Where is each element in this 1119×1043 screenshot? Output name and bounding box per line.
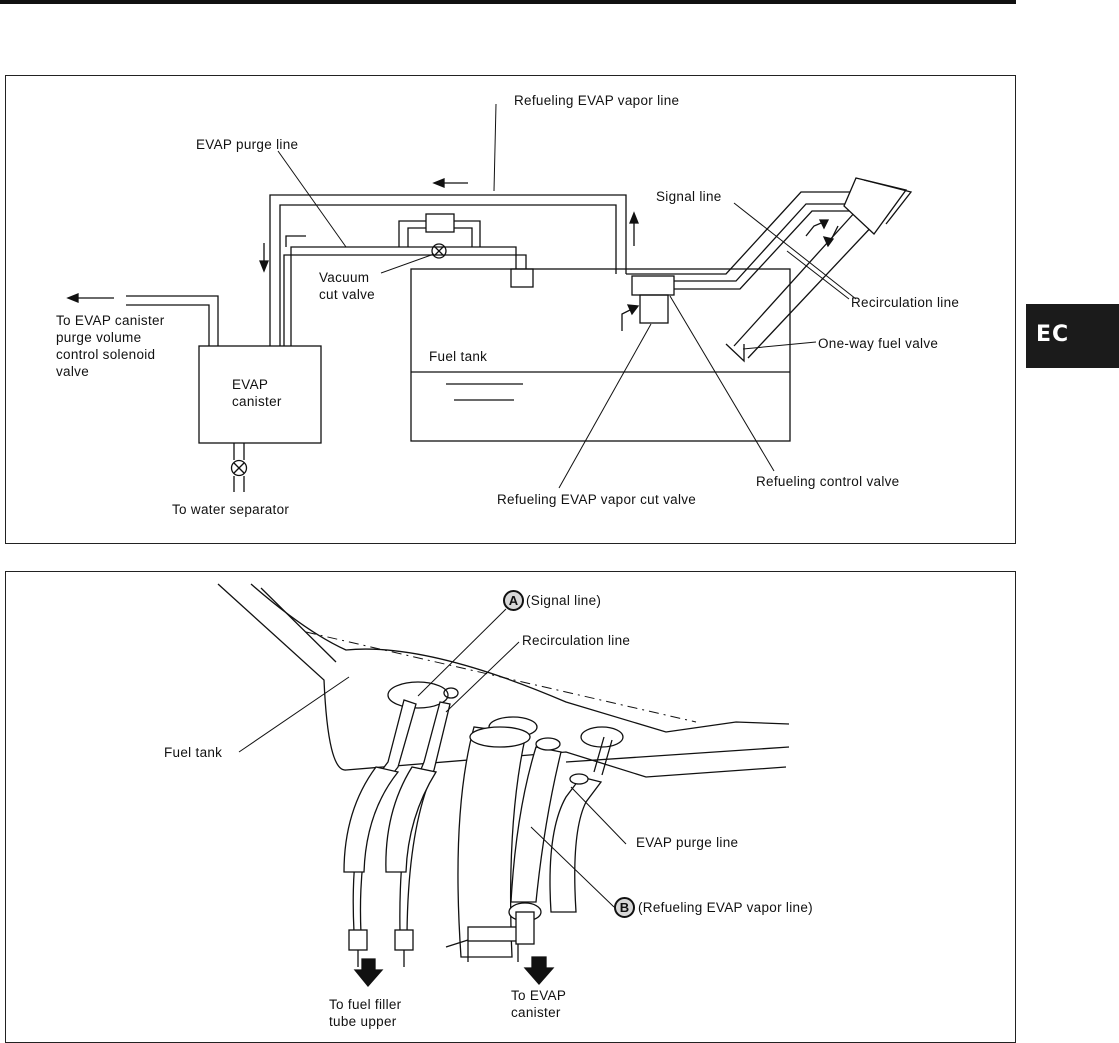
section-tab-label: EC [1036,322,1070,347]
label-refueling-evap-vapor-cut-valve: Refueling EVAP vapor cut valve [497,492,697,507]
label-vacuum-cut-valve: Vacuum cut valve [319,270,375,302]
label-to-water-separator: To water separator [172,502,290,517]
label-signal-line: Signal line [656,189,722,204]
hose-illustration-drawing [217,583,790,988]
fuel-tank-shape [410,268,791,442]
label-refueling-control-valve: Refueling control valve [756,474,900,489]
label-one-way-fuel-valve: One-way fuel valve [818,336,939,351]
schematic-drawing [66,103,913,492]
marker-b: B [614,897,635,918]
label-evap-purge-line: EVAP purge line [636,835,739,850]
evap-canister-shape [198,345,322,444]
label-evap-canister: EVAP canister [232,377,282,409]
label-refueling-evap-vapor-line: (Refueling EVAP vapor line) [638,900,813,915]
label-to-evap-canister: To EVAP canister [511,988,567,1020]
section-tab-ec: EC [1026,304,1119,368]
label-refueling-evap-vapor-line: Refueling EVAP vapor line [514,93,680,108]
evap-hose-illustration: A (Signal line) Recirculation line Fuel … [5,571,1016,1043]
evap-system-schematic: Refueling EVAP vapor line EVAP purge lin… [5,75,1016,544]
label-recirculation-line: Recirculation line [522,633,631,648]
marker-a: A [503,590,524,611]
label-fuel-tank: Fuel tank [429,349,488,364]
label-to-fuel-filler-tube-upper: To fuel filler tube upper [329,997,402,1029]
label-evap-purge-line: EVAP purge line [196,137,299,152]
label-to-evap-canister-purge-solenoid: To EVAP canister purge volume control so… [56,313,165,379]
label-fuel-tank: Fuel tank [164,745,223,760]
label-signal-line: (Signal line) [526,593,602,608]
label-recirculation-line: Recirculation line [851,295,960,310]
header-rule [0,0,1016,4]
